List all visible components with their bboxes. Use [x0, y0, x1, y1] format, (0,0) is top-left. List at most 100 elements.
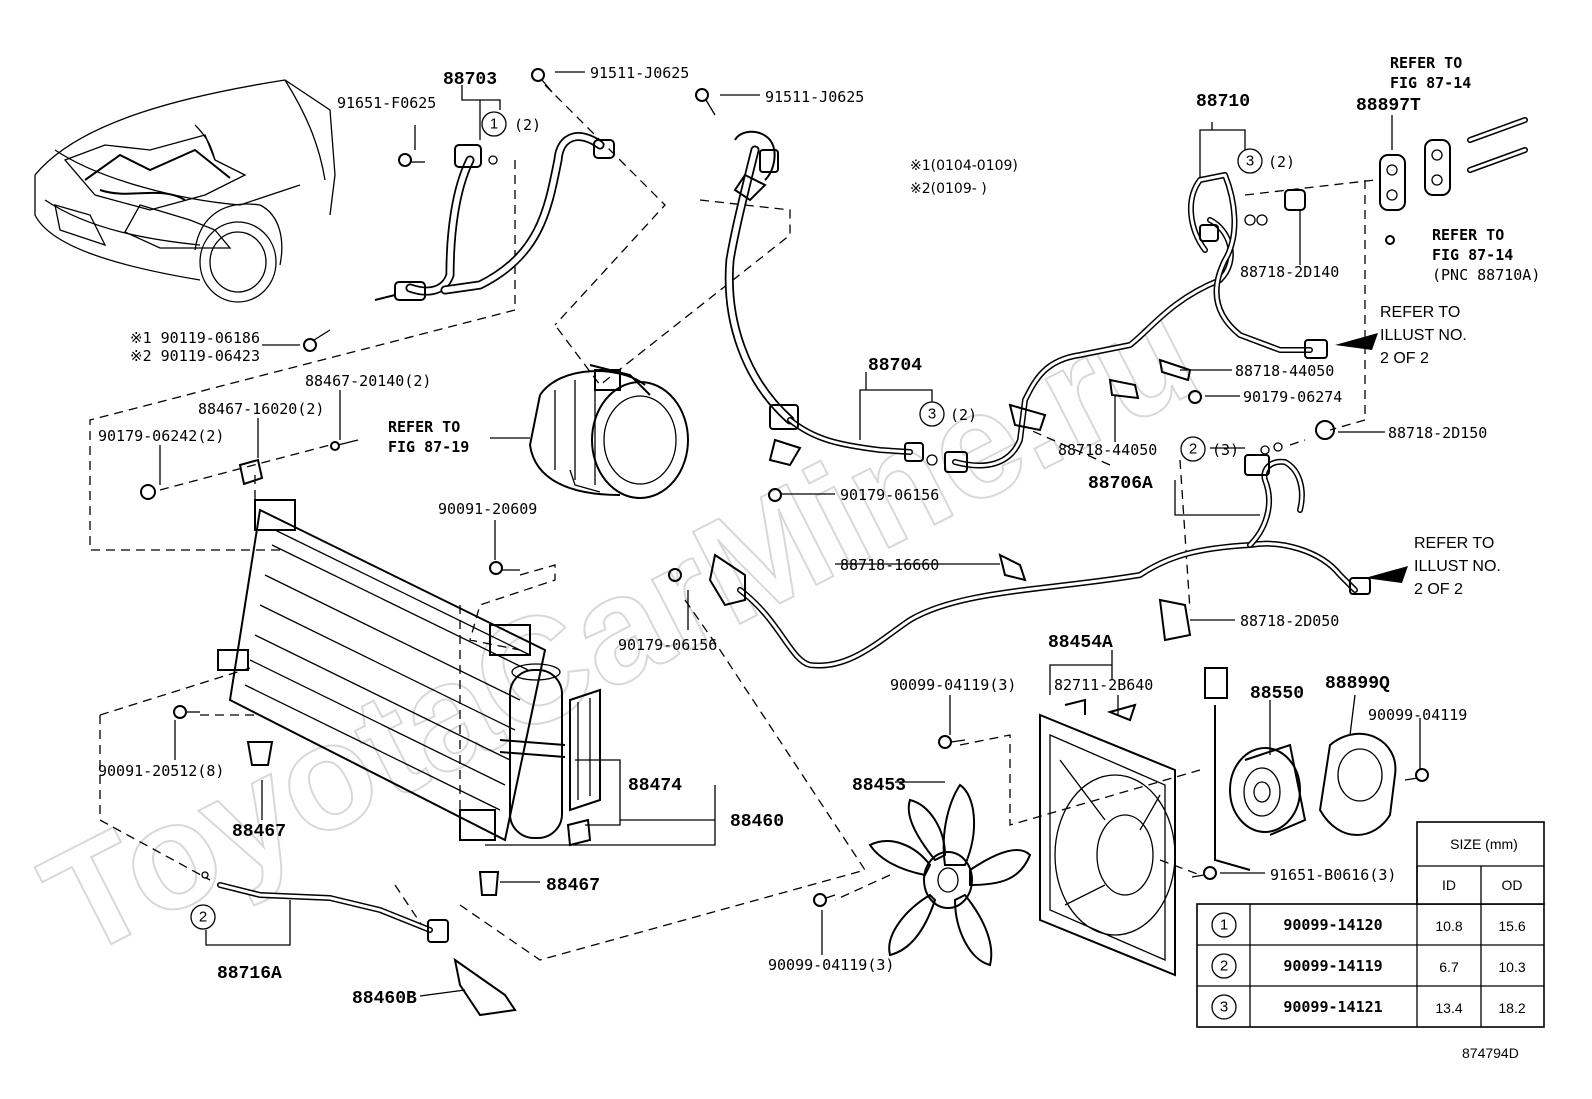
- labels: 88703 91511-J0625 91511-J0625 91651-F062…: [98, 54, 1540, 1061]
- label-90179-06156-a[interactable]: 90179-06156: [840, 486, 939, 504]
- clamp-brackets: [998, 189, 1335, 642]
- label-88706a[interactable]: 88706A: [1088, 474, 1153, 494]
- label-88460[interactable]: 88460: [730, 812, 784, 832]
- arrows: [1335, 333, 1408, 583]
- label-90091-20609[interactable]: 90091-20609: [438, 500, 537, 518]
- ref-fig-87-14-side-line3: (PNC 88710A): [1432, 266, 1540, 284]
- leader-dashed-lines: [89, 84, 1376, 961]
- hose-discharge: [440, 132, 615, 295]
- ref-illust-upper-line3: 2 OF 2: [1380, 350, 1429, 367]
- table-od-cell: 10.3: [1498, 959, 1525, 975]
- label-88454a[interactable]: 88454A: [1048, 633, 1113, 653]
- ref-illust-lower-line1: REFER TO: [1414, 535, 1494, 552]
- size-table-header: SIZE (mm): [1450, 836, 1518, 852]
- label-90179-06156-b[interactable]: 90179-06156: [618, 636, 717, 654]
- svg-text:3: 3: [1246, 153, 1254, 170]
- pipe-88710: [944, 172, 1328, 473]
- table-part-cell[interactable]: 90099-14120: [1283, 916, 1382, 934]
- label-88550[interactable]: 88550: [1250, 684, 1304, 704]
- label-90179-06242[interactable]: 90179-06242(2): [98, 427, 224, 445]
- label-88718-2d050[interactable]: 88718-2D050: [1240, 612, 1339, 630]
- label-90099-04119-3b[interactable]: 90099-04119(3): [768, 956, 894, 974]
- table-row: 1 90099-14120 10.8 15.6: [1211, 912, 1526, 938]
- label-88467-left[interactable]: 88467: [232, 822, 286, 842]
- label-88897t[interactable]: 88897T: [1356, 96, 1421, 116]
- ref-fig-87-14-side-line2[interactable]: FIG 87-14: [1432, 246, 1513, 264]
- pipe-joints: [1379, 117, 1528, 211]
- label-oring1-qty: (2): [514, 116, 541, 134]
- label-91651-b0616[interactable]: 91651-B0616(3): [1270, 866, 1396, 884]
- label-90179-06274[interactable]: 90179-06274: [1243, 388, 1342, 406]
- table-id-cell: 10.8: [1435, 918, 1462, 934]
- label-88710[interactable]: 88710: [1196, 92, 1250, 112]
- label-88716a[interactable]: 88716A: [217, 964, 282, 984]
- table-id-cell: 6.7: [1439, 959, 1459, 975]
- oring-marker-2-bottom[interactable]: 2: [190, 904, 216, 930]
- receiver-drier: [499, 663, 566, 839]
- label-88704[interactable]: 88704: [868, 356, 922, 376]
- label-88453[interactable]: 88453: [852, 776, 906, 796]
- ref-illust-lower-line2[interactable]: ILLUST NO.: [1414, 558, 1501, 575]
- table-od-cell: 18.2: [1498, 1000, 1525, 1016]
- condenser: [217, 499, 547, 842]
- label-90099-04119-3a[interactable]: 90099-04119(3): [890, 676, 1016, 694]
- size-table-col-od: OD: [1502, 877, 1523, 893]
- ref-fig-87-14-top-line2[interactable]: FIG 87-14: [1390, 74, 1471, 92]
- table-od-cell: 15.6: [1498, 918, 1525, 934]
- ref-illust-upper-line2[interactable]: ILLUST NO.: [1380, 327, 1467, 344]
- arrow-lower: [1365, 566, 1408, 583]
- label-88703[interactable]: 88703: [443, 70, 497, 90]
- label-oring3-qty-mid: (2): [950, 406, 977, 424]
- label-88467-16020[interactable]: 88467-16020(2): [198, 400, 324, 418]
- label-88718-2d140[interactable]: 88718-2D140: [1240, 263, 1339, 281]
- label-90091-20512[interactable]: 90091-20512(8): [98, 762, 224, 780]
- label-90119-06186[interactable]: ※1 90119-06186: [130, 329, 260, 347]
- diagram-code: 874794D: [1462, 1045, 1519, 1061]
- label-91511-j0625-a[interactable]: 91511-J0625: [590, 64, 689, 82]
- pipe-88716a: [217, 882, 517, 1017]
- oring-marker-2-mid[interactable]: 2: [1180, 436, 1206, 462]
- fan-motor: [1204, 667, 1307, 871]
- label-88718-44050-b[interactable]: 88718-44050: [1058, 441, 1157, 459]
- svg-text:1: 1: [1220, 917, 1228, 934]
- svg-text:2: 2: [1220, 958, 1228, 975]
- ref-fig-87-14-top-line1: REFER TO: [1390, 54, 1462, 72]
- oring-marker-3-mid[interactable]: 3: [919, 401, 945, 427]
- ref-illust-upper-line1: REFER TO: [1380, 304, 1460, 321]
- label-88718-16660[interactable]: 88718-16660: [840, 556, 939, 574]
- arrow-upper: [1335, 333, 1378, 350]
- compressor: [528, 364, 689, 499]
- svg-text:1: 1: [490, 116, 498, 133]
- svg-text:3: 3: [1220, 999, 1228, 1016]
- vehicle-illustration: [34, 79, 336, 303]
- motor-cover: [1318, 732, 1397, 836]
- note-2: ※2(0109- ): [910, 181, 987, 197]
- oring-markers: 1 3 3 2 2: [190, 111, 1263, 930]
- svg-text:3: 3: [928, 406, 936, 423]
- fan-blade: [868, 783, 1032, 967]
- label-90099-04119[interactable]: 90099-04119: [1368, 706, 1467, 724]
- label-88467-20140[interactable]: 88467-20140(2): [305, 372, 431, 390]
- hose-88703: [374, 144, 482, 301]
- table-part-cell[interactable]: 90099-14119: [1283, 957, 1382, 975]
- label-82711-2b640[interactable]: 82711-2B640: [1054, 676, 1153, 694]
- label-90119-06423[interactable]: ※2 90119-06423: [130, 347, 260, 365]
- table-part-cell[interactable]: 90099-14121: [1283, 998, 1382, 1016]
- label-88460b[interactable]: 88460B: [352, 989, 417, 1009]
- ref-fig-87-19-line2[interactable]: FIG 87-19: [388, 438, 469, 456]
- note-1: ※1(0104-0109): [910, 158, 1018, 174]
- oring-marker-3-top[interactable]: 3: [1237, 148, 1263, 174]
- label-88474[interactable]: 88474: [628, 776, 682, 796]
- size-table: SIZE (mm) ID OD 1 90099-14120 10.8 15.6 …: [1196, 821, 1545, 1028]
- label-88467-bottom[interactable]: 88467: [546, 876, 600, 896]
- label-88899q[interactable]: 88899Q: [1325, 674, 1390, 694]
- pipe-88706a: [708, 454, 1371, 669]
- label-91651-f0625[interactable]: 91651-F0625: [337, 94, 436, 112]
- oring-marker-1[interactable]: 1: [481, 111, 507, 137]
- label-88718-2d150[interactable]: 88718-2D150: [1388, 424, 1487, 442]
- label-oring3-qty-top: (2): [1268, 153, 1295, 171]
- label-88718-44050-a[interactable]: 88718-44050: [1235, 362, 1334, 380]
- label-91511-j0625-b[interactable]: 91511-J0625: [765, 88, 864, 106]
- table-row: 2 90099-14119 6.7 10.3: [1211, 953, 1526, 979]
